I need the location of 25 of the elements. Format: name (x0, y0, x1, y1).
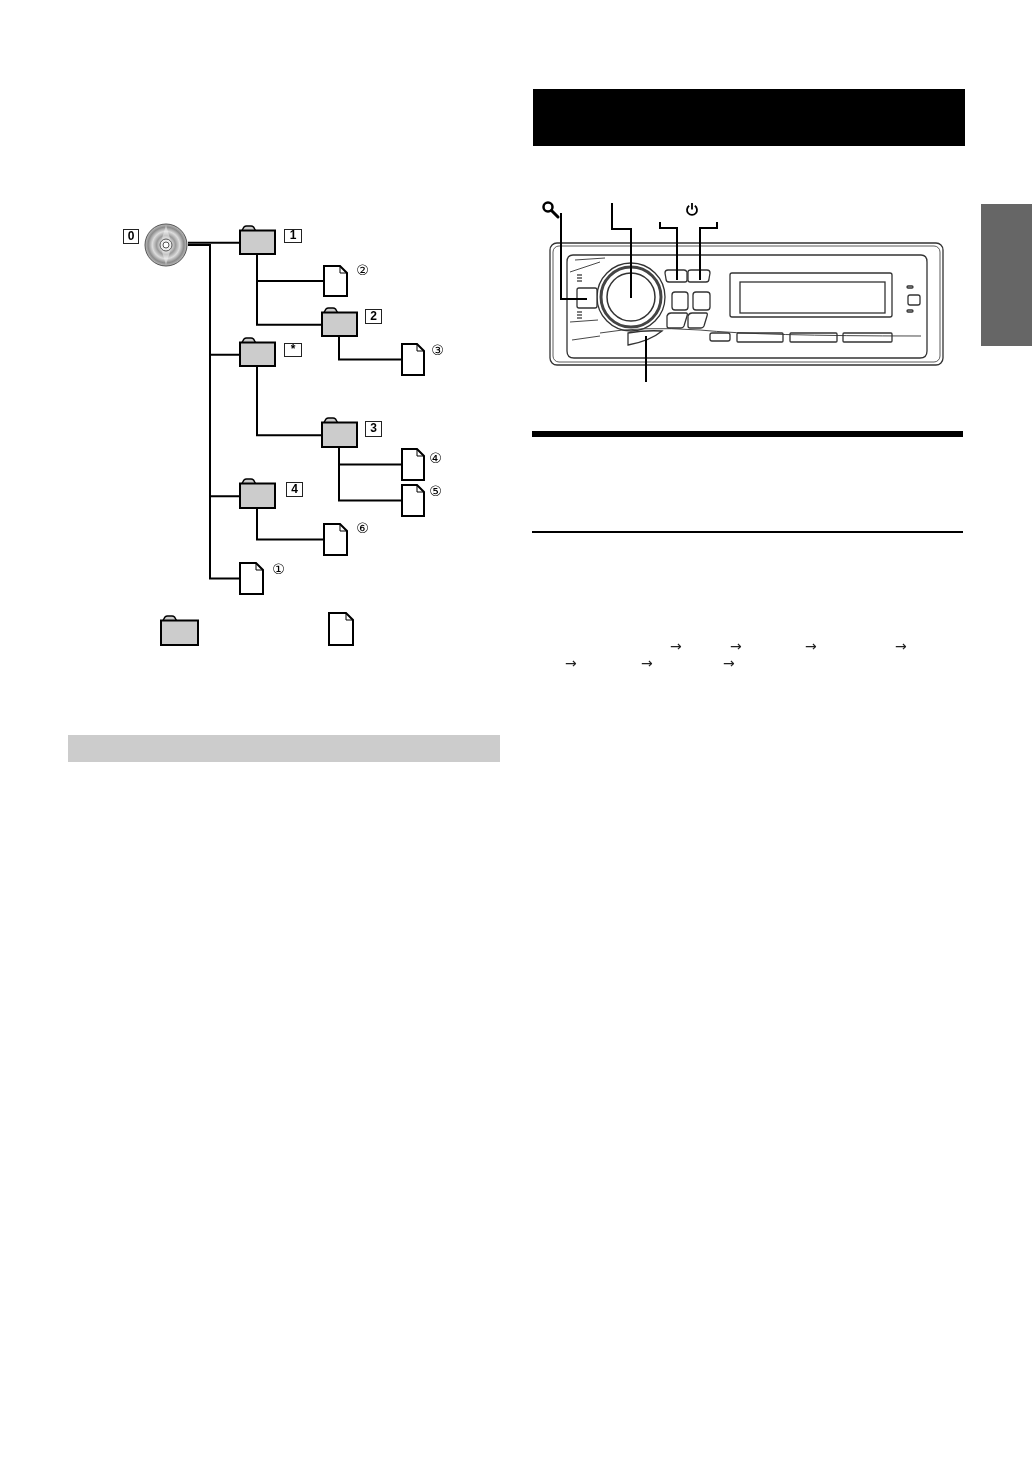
sequence-arrow: → (895, 638, 907, 654)
folder-number: * (284, 343, 302, 357)
sequence-arrow: → (641, 655, 653, 671)
connector-line (256, 366, 322, 437)
sequence-arrow: → (730, 638, 742, 654)
connector-line (256, 508, 324, 541)
disc-number: 0 (123, 229, 139, 244)
file-number: ⑥ (355, 520, 370, 537)
folder-number: 4 (286, 482, 303, 497)
sequence-arrow: → (805, 638, 817, 654)
file-number: ④ (428, 450, 443, 467)
file-number: ⑤ (428, 483, 443, 500)
sequence-arrow: → (670, 638, 682, 654)
file-number: ③ (430, 342, 445, 359)
connector-line (338, 447, 402, 502)
folder-number: 3 (365, 421, 382, 437)
sequence-arrow: → (723, 655, 735, 671)
folder-number: 2 (365, 309, 382, 324)
folder-number: 1 (284, 229, 302, 243)
sequence-arrow: → (565, 655, 577, 671)
file-number: ① (271, 561, 286, 578)
file-number: ② (355, 262, 370, 279)
connector-line (187, 241, 240, 244)
connector-line (338, 336, 402, 361)
connector-line (256, 254, 322, 326)
